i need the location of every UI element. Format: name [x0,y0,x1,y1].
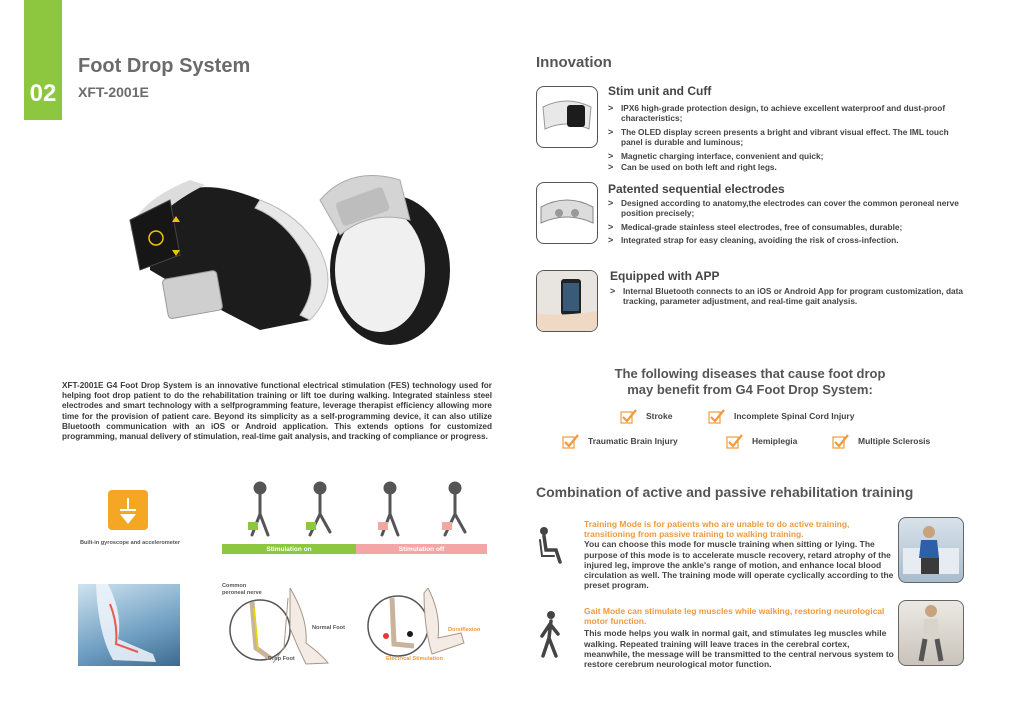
gait-mode-photo [898,600,964,666]
bullet-text: The OLED display screen presents a brigh… [621,126,949,148]
feature-title-stim-unit: Stim unit and Cuff [608,84,712,98]
feature-bullets-stim-unit: > IPX6 high-grade protection design, to a… [608,103,968,175]
chevron-right-icon: > [610,286,616,296]
gait-mode-highlight: Gait Mode can stimulate leg muscles whil… [584,606,885,627]
section-number-badge: 02 [24,0,62,120]
diseases-title-line2: may benefit from G4 Foot Drop System: [627,382,873,397]
drop-foot-diagram [228,586,358,668]
diseases-title: The following diseases that cause foot d… [560,366,940,398]
gyroscope-label: Built-in gyroscope and accelerometer [79,540,181,546]
feature-title-app: Equipped with APP [610,269,720,283]
feature-bullets-app: > Internal Bluetooth connects to an iOS o… [610,286,970,310]
electrode-thumbnail [536,182,598,244]
electrical-stimulation-label: Electrical Stimulation [386,656,443,662]
bullet-text: Can be used on both left and right legs. [621,162,777,173]
walking-person-icon [538,610,564,660]
bullet-item: > Medical-grade stainless steel electrode… [608,222,968,232]
disease-label: Incomplete Spinal Cord Injury [734,411,855,421]
checkmark-icon [562,433,580,449]
bullet-text: Designed according to anatomy,the electr… [621,198,959,219]
gait-mode-text: Gait Mode can stimulate leg muscles whil… [584,606,894,669]
bullet-item: > Designed according to anatomy,the elect… [608,198,968,219]
checkmark-icon [726,433,744,449]
disease-item: Incomplete Spinal Cord Injury [708,408,854,424]
intro-paragraph: XFT-2001E G4 Foot Drop System is an inno… [62,381,492,442]
bullet-item: > Internal Bluetooth connects to an iOS o… [610,286,970,307]
sitting-person-icon [536,526,566,566]
stimulation-bar: Stimulation on Stimulation off [222,544,487,554]
bullet-text: Medical-grade stainless steel electrodes… [621,221,903,232]
app-thumbnail [536,270,598,332]
gyroscope-icon [108,490,148,530]
leg-xray-photo [78,584,180,666]
product-image [110,160,460,350]
diseases-title-line1: The following diseases that cause foot d… [614,366,886,381]
bullet-text: Internal Bluetooth connects to an iOS or… [623,286,964,307]
bullet-item: > Magnetic charging interface, convenient… [608,151,968,161]
checkmark-icon [620,408,638,424]
training-mode-body: You can choose this mode for muscle trai… [584,539,894,591]
drop-foot-label: Drop Foot [268,656,295,662]
bullet-text: IPX6 high-grade protection design, to ac… [621,103,946,124]
disease-item: Multiple Sclerosis [832,433,930,449]
chevron-right-icon: > [608,198,614,208]
stimulation-on-label: Stimulation on [222,544,356,554]
bullet-item: > The OLED display screen presents a brig… [608,127,968,148]
rehab-heading: Combination of active and passive rehabi… [536,484,914,500]
bullet-text: Integrated strap for easy cleaning, avoi… [621,235,899,246]
bullet-text: Magnetic charging interface, convenient … [621,150,824,161]
chevron-right-icon: > [608,162,614,173]
training-mode-highlight: Training Mode is for patients who are un… [584,519,850,540]
common-nerve-line1: Common [222,583,247,589]
checkmark-icon [832,433,850,449]
bullet-item: > Integrated strap for easy cleaning, avo… [608,235,968,245]
product-title: Foot Drop System [78,55,251,77]
disease-label: Traumatic Brain Injury [588,436,678,446]
feature-bullets-electrodes: > Designed according to anatomy,the elect… [608,198,968,249]
disease-label: Stroke [646,411,673,421]
disease-item: Hemiplegia [726,433,797,449]
stim-unit-thumbnail [536,86,598,148]
gait-sequence-illustration [240,480,485,542]
common-nerve-label: Common peroneal nerve [222,583,262,597]
disease-label: Multiple Sclerosis [858,436,931,446]
disease-item: Stroke [620,408,672,424]
innovation-heading: Innovation [536,54,612,71]
chevron-right-icon: > [608,150,614,161]
bullet-item: > IPX6 high-grade protection design, to a… [608,103,968,124]
dorsiflexion-label: Dorsiflexion [448,627,481,633]
product-model: XFT-2001E [78,84,149,100]
gait-mode-body: This mode helps you walk in normal gait,… [584,628,894,670]
chevron-right-icon: > [608,126,614,137]
normal-foot-label: Normal Foot [312,625,345,631]
chevron-right-icon: > [608,221,614,232]
chevron-right-icon: > [608,103,614,113]
bullet-item: > Can be used on both left and right legs… [608,162,968,172]
feature-title-electrodes: Patented sequential electrodes [608,182,785,196]
stimulation-off-label: Stimulation off [356,544,487,554]
dorsiflexion-diagram [366,587,476,668]
disease-item: Traumatic Brain Injury [562,433,678,449]
training-mode-text: Training Mode is for patients who are un… [584,519,894,590]
checkmark-icon [708,408,726,424]
disease-label: Hemiplegia [752,436,798,446]
chevron-right-icon: > [608,235,614,246]
training-mode-photo [898,517,964,583]
common-nerve-line2: peroneal nerve [222,590,262,596]
